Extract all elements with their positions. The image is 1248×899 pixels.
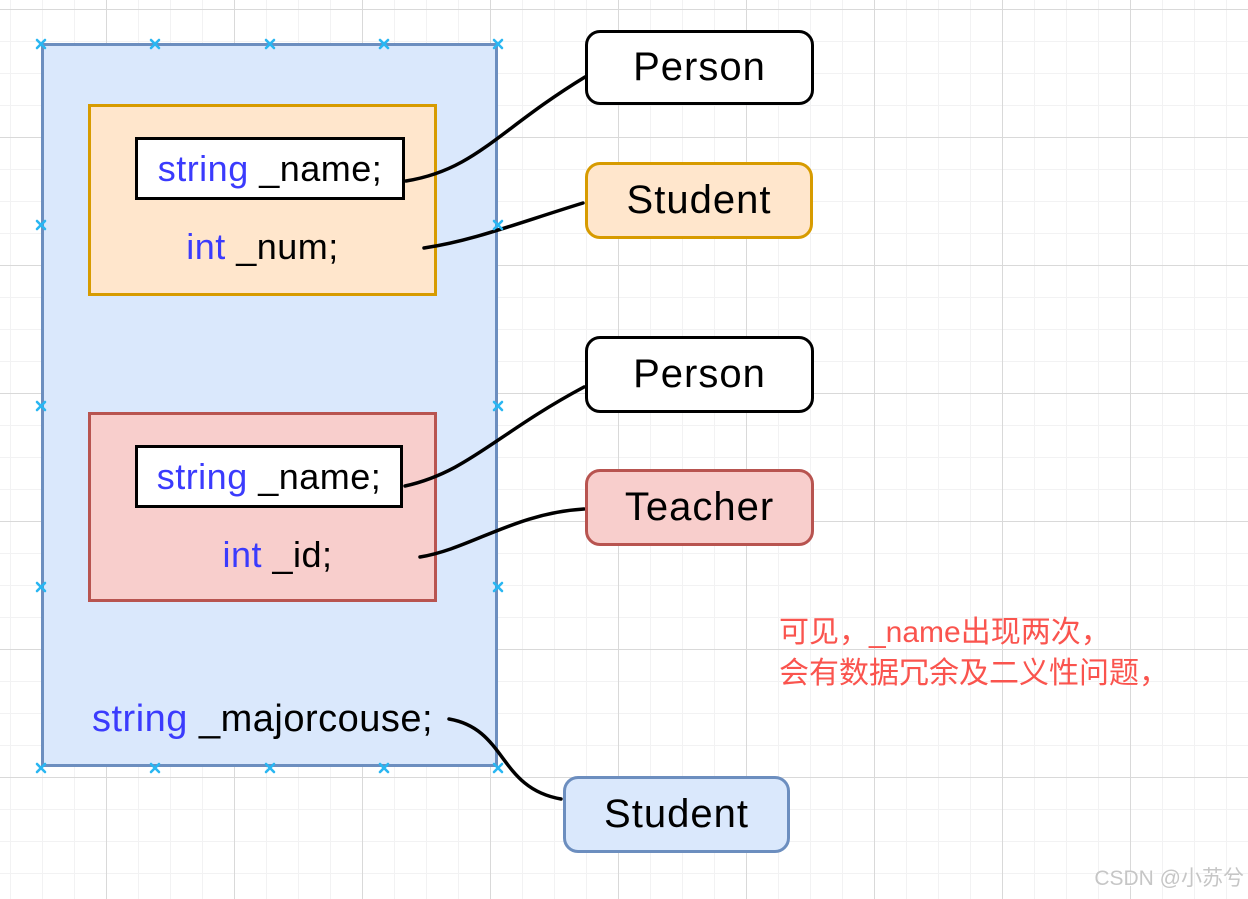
connector-id-to-teacher[interactable] <box>418 507 586 559</box>
handle-x-icon <box>378 762 390 774</box>
handle-x-icon <box>149 762 161 774</box>
type-keyword: string <box>157 147 249 189</box>
connector-major-to-student2[interactable] <box>447 717 563 801</box>
field-name: _num; <box>225 226 339 267</box>
handle-x-icon <box>35 581 47 593</box>
annotation-text[interactable]: 可见，_name出现两次， 会有数据冗余及二义性问题， <box>779 612 1169 694</box>
resize-handle[interactable] <box>35 761 47 774</box>
field-text: string _name; <box>158 148 383 190</box>
node-label: Person <box>633 45 766 89</box>
handle-x-icon <box>264 38 276 50</box>
resize-handle[interactable] <box>149 37 161 50</box>
person-members-box-orange[interactable] <box>88 104 437 296</box>
node-label: Student <box>626 178 772 222</box>
type-keyword: int <box>186 226 226 267</box>
handle-x-icon <box>492 400 504 412</box>
id-field-text[interactable]: int _id; <box>95 534 460 576</box>
handle-x-icon <box>35 219 47 231</box>
resize-handle[interactable] <box>264 37 276 50</box>
type-keyword: string <box>156 455 248 497</box>
resize-handle[interactable] <box>378 37 390 50</box>
node-label: Student <box>604 792 749 836</box>
resize-handle[interactable] <box>492 218 504 231</box>
resize-handle[interactable] <box>35 580 47 593</box>
resize-handle[interactable] <box>378 761 390 774</box>
handle-x-icon <box>149 38 161 50</box>
handle-x-icon <box>35 400 47 412</box>
connector-num-to-student1[interactable] <box>422 201 585 250</box>
resize-handle[interactable] <box>35 399 47 412</box>
resize-handle[interactable] <box>492 399 504 412</box>
type-keyword: string <box>92 698 188 740</box>
handle-x-icon <box>264 762 276 774</box>
resize-handle[interactable] <box>264 761 276 774</box>
field-text: string _name; <box>157 456 382 498</box>
majorcouse-field-text[interactable]: string _majorcouse; <box>92 698 433 741</box>
handle-x-icon <box>492 581 504 593</box>
name-field-box-1[interactable]: string _name; <box>135 137 405 200</box>
handle-x-icon <box>35 762 47 774</box>
resize-handle[interactable] <box>35 218 47 231</box>
node-label: Person <box>633 352 766 396</box>
node-student-2[interactable]: Student <box>563 776 790 853</box>
handle-x-icon <box>492 219 504 231</box>
node-label: Teacher <box>624 485 775 529</box>
handle-x-icon <box>492 38 504 50</box>
resize-handle[interactable] <box>149 761 161 774</box>
name-field-box-2[interactable]: string _name; <box>135 445 403 508</box>
connector-name1-to-person1[interactable] <box>404 75 587 183</box>
node-person-2[interactable]: Person <box>585 336 814 413</box>
field-name: _name; <box>247 455 382 497</box>
resize-handle[interactable] <box>492 580 504 593</box>
handle-x-icon <box>492 762 504 774</box>
handle-x-icon <box>378 38 390 50</box>
resize-handle[interactable] <box>492 37 504 50</box>
field-name: _majorcouse; <box>187 698 434 740</box>
resize-handle[interactable] <box>35 37 47 50</box>
resize-handle[interactable] <box>492 761 504 774</box>
csdn-watermark: CSDN @小苏兮 <box>1094 867 1244 890</box>
annotation-line-1: 可见，_name出现两次， <box>779 616 1111 649</box>
node-teacher[interactable]: Teacher <box>585 469 814 546</box>
node-student-1[interactable]: Student <box>585 162 813 239</box>
field-name: _id; <box>261 534 333 575</box>
type-keyword: int <box>222 534 262 575</box>
connector-name2-to-person2[interactable] <box>403 385 586 488</box>
node-person-1[interactable]: Person <box>585 30 814 105</box>
num-field-text[interactable]: int _num; <box>88 226 437 268</box>
field-name: _name; <box>248 147 383 189</box>
annotation-line-2: 会有数据冗余及二义性问题， <box>779 657 1169 690</box>
handle-x-icon <box>35 38 47 50</box>
